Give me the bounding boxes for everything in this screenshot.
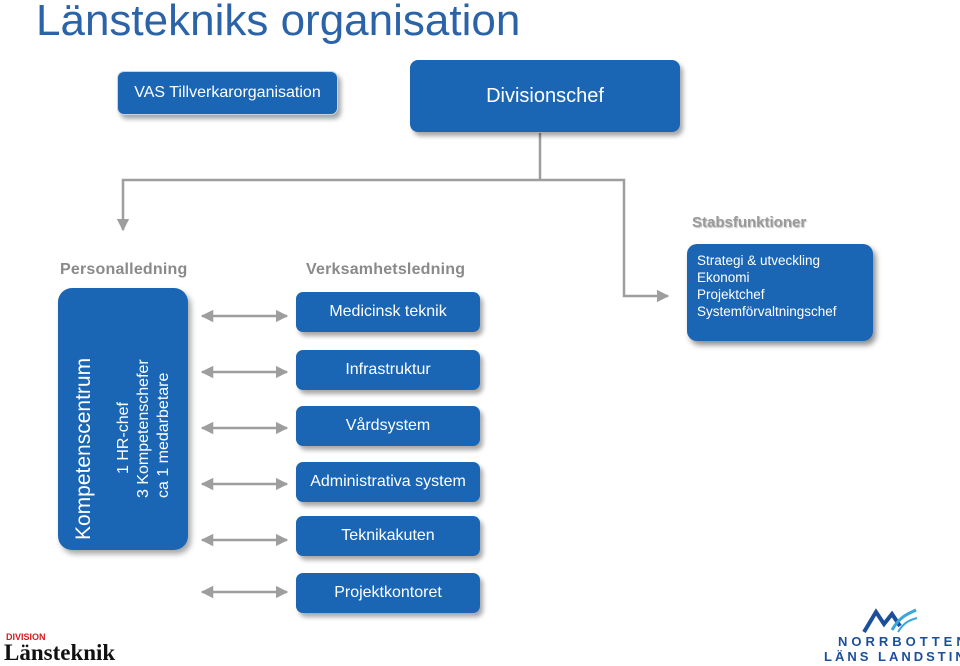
stabs-item-systemforvaltningschef: Systemförvaltningschef bbox=[697, 304, 837, 319]
divisionschef-box: Divisionschef bbox=[410, 60, 680, 132]
stabs-item-projektchef: Projektchef bbox=[697, 287, 765, 302]
staff-line-kompetenschefer: 3 Kompetenschefer bbox=[135, 359, 152, 498]
kompetenscentrum-staff: 1 HR-chef 3 Kompetenschefer ca 1 medarbe… bbox=[114, 359, 174, 498]
nll-line1: NORRBOTTENS bbox=[838, 634, 960, 649]
unit-label: Administrativa system bbox=[310, 473, 466, 490]
stabs-item-strategi: Strategi & utveckling bbox=[697, 253, 821, 268]
stabs-item-ekonomi: Ekonomi bbox=[697, 270, 750, 285]
personalledning-heading: Personalledning bbox=[60, 261, 188, 278]
vas-box: VAS Tillverkarorganisation bbox=[117, 71, 338, 115]
unit-label: Vårdsystem bbox=[345, 417, 431, 434]
unit-administrativa-system: Administrativa system bbox=[296, 462, 480, 502]
unit-label: Medicinsk teknik bbox=[329, 303, 447, 320]
nll-line2: LÄNS LANDSTING bbox=[824, 649, 960, 664]
kompetenscentrum-box: Kompetenscentrum 1 HR-chef 3 Kompetensch… bbox=[58, 288, 188, 550]
staff-line-hr: 1 HR-chef bbox=[115, 401, 132, 475]
stabsfunktioner-box: Strategi & utveckling Ekonomi Projektche… bbox=[687, 244, 873, 341]
nll-logo-icon bbox=[862, 608, 918, 634]
lansteknik-logo: Länsteknik bbox=[4, 640, 116, 665]
unit-vardsystem: Vårdsystem bbox=[296, 406, 480, 446]
staff-line-medarbetare: ca 1 medarbetare bbox=[155, 372, 172, 498]
unit-infrastruktur: Infrastruktur bbox=[296, 350, 480, 390]
unit-medicinsk-teknik: Medicinsk teknik bbox=[296, 292, 480, 332]
bidirectional-arrows bbox=[200, 309, 289, 599]
divisionschef-label: Divisionschef bbox=[486, 84, 604, 107]
unit-teknikakuten: Teknikakuten bbox=[296, 516, 480, 556]
verksamhetsledning-heading: Verksamhetsledning bbox=[306, 261, 466, 278]
unit-label: Projektkontoret bbox=[334, 584, 442, 601]
vas-label: VAS Tillverkarorganisation bbox=[134, 84, 321, 101]
kompetenscentrum-title: Kompetenscentrum bbox=[72, 357, 95, 540]
division-label: DIVISION bbox=[6, 632, 46, 642]
unit-projektkontoret: Projektkontoret bbox=[296, 573, 480, 613]
unit-label: Teknikakuten bbox=[341, 527, 435, 544]
hierarchy-connectors bbox=[116, 133, 670, 303]
unit-label: Infrastruktur bbox=[345, 361, 431, 378]
page-title: Länstekniks organisation bbox=[36, 0, 521, 45]
stabsfunktioner-heading: Stabsfunktioner bbox=[692, 214, 807, 231]
